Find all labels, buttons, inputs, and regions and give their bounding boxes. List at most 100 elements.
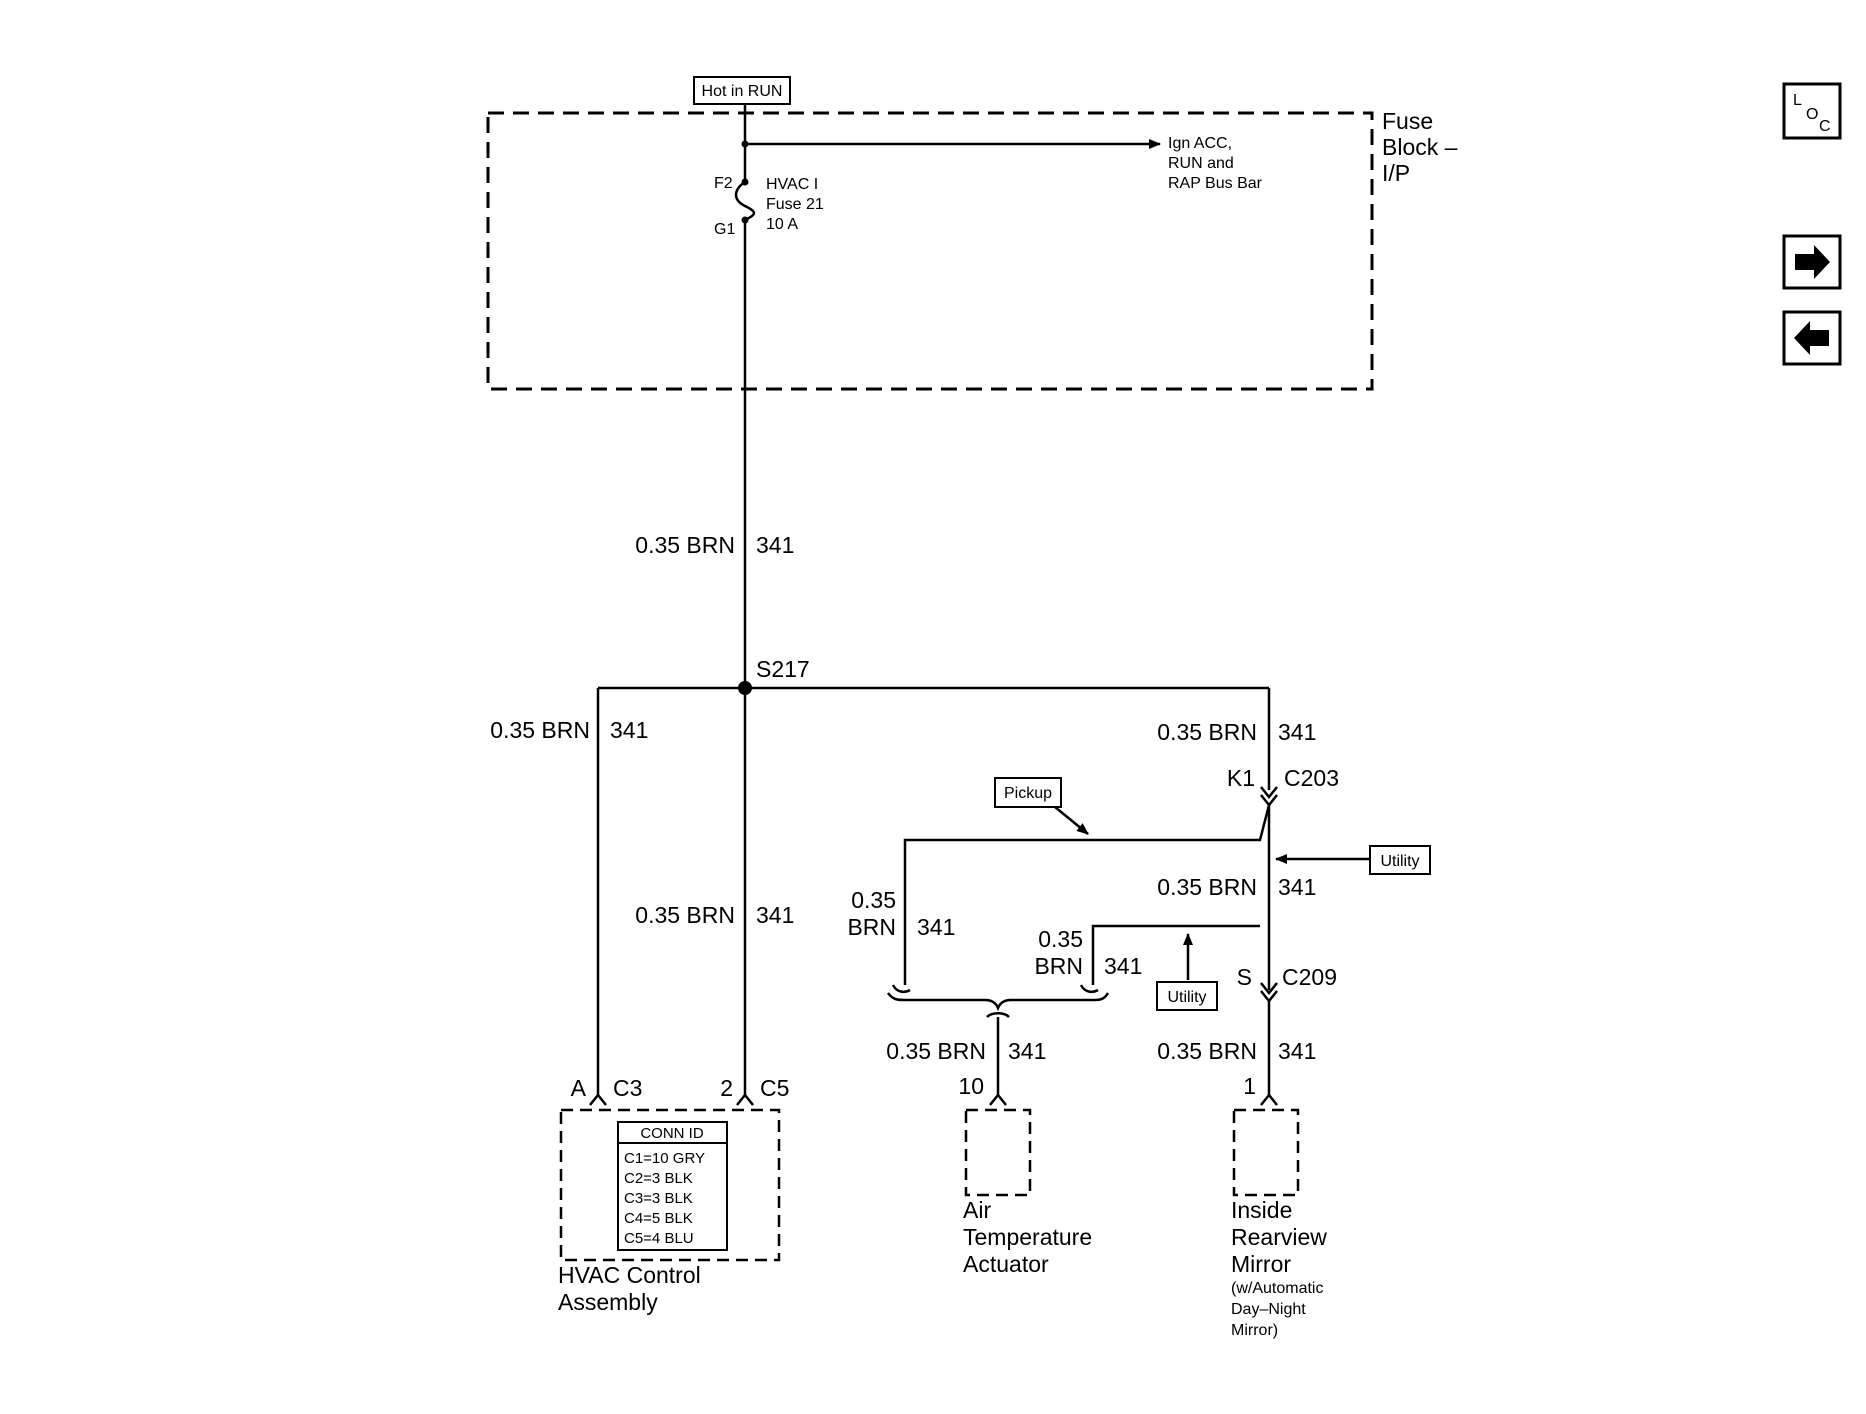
- air-temp-name-line-3: Actuator: [963, 1251, 1049, 1277]
- wire-label-size-3: 0.35 BRN: [635, 902, 735, 928]
- mirror-name-line-2: Rearview: [1231, 1224, 1327, 1250]
- conn-id-row-3: C3=3 BLK: [624, 1190, 693, 1207]
- connector-c203-top: [1260, 786, 1278, 800]
- mirror-outline: [1232, 1108, 1300, 1197]
- connector-air-temp-symbol: [989, 1092, 1007, 1106]
- connector-c5-symbol: [736, 1092, 754, 1106]
- splice-s217-label: S217: [756, 656, 810, 682]
- wire-label-circuit-1: 341: [756, 532, 794, 558]
- wire-label-circuit-7: 341: [1278, 1038, 1316, 1064]
- hvac-control-outline: [559, 1108, 781, 1262]
- wire-label-utility-size: 0.35: [1038, 926, 1083, 952]
- wire-label-circuit-3: 341: [756, 902, 794, 928]
- conn-id-row-1: C1=10 GRY: [624, 1150, 705, 1167]
- wire-label-pickup-color: BRN: [847, 914, 896, 940]
- mirror-note-line-2: Day–Night: [1231, 1301, 1306, 1318]
- mirror-name-line-1: Inside: [1231, 1197, 1292, 1223]
- c203-pin-label: K1: [1227, 765, 1255, 791]
- fuse-label-line-3: 10 A: [766, 216, 798, 233]
- c203-name-label: C203: [1284, 765, 1339, 791]
- merge-brace: [886, 992, 1110, 1012]
- fuse-label-line-2: Fuse 21: [766, 196, 824, 213]
- pickup-arrow: [1054, 806, 1089, 835]
- fuse-block-title-line-3: I/P: [1382, 160, 1410, 186]
- conn-id-row-2: C2=3 BLK: [624, 1170, 693, 1187]
- hvac-conn-c5: C5: [760, 1075, 789, 1101]
- air-temp-outline: [964, 1108, 1032, 1197]
- forward-button[interactable]: [1782, 234, 1842, 290]
- brace-right-hook: [1079, 984, 1099, 994]
- back-button-frame: [1782, 310, 1842, 366]
- arrow-right-icon: [1795, 245, 1830, 279]
- hvac-conn-c3: C3: [613, 1075, 642, 1101]
- air-temp-name-line-1: Air: [963, 1197, 991, 1223]
- loc-button[interactable]: L O C: [1782, 82, 1842, 140]
- utility-text-center: Utility: [1167, 989, 1206, 1006]
- loc-letter-l: L: [1793, 92, 1802, 109]
- utility-label-center: Utility: [1156, 933, 1218, 1011]
- fuse-element: [734, 180, 756, 222]
- fuse-pin-g1: G1: [714, 221, 735, 238]
- mirror-note-line-3: Mirror): [1231, 1322, 1278, 1339]
- wire-label-size-4: 0.35 BRN: [1157, 719, 1257, 745]
- wire-label-size-2: 0.35 BRN: [490, 717, 590, 743]
- pickup-text: Pickup: [1004, 785, 1052, 802]
- brace-left-hook: [891, 984, 911, 994]
- mirror-note-line-1: (w/Automatic: [1231, 1280, 1323, 1297]
- conn-id-table: CONN ID C1=10 GRY C2=3 BLK C3=3 BLK C4=5…: [617, 1121, 728, 1251]
- utility-text-right: Utility: [1380, 853, 1419, 870]
- loc-letter-c: C: [1819, 118, 1831, 135]
- wire-pickup-branch: [903, 804, 1271, 985]
- utility-label-right: Utility: [1275, 845, 1431, 875]
- arrow-left-icon: [1794, 321, 1829, 355]
- hvac-pin-2: 2: [720, 1075, 733, 1101]
- air-temp-name-line-2: Temperature: [963, 1224, 1092, 1250]
- fuse-block-outline: [486, 111, 1374, 391]
- wire-label-pickup-circuit: 341: [917, 914, 955, 940]
- c209-pin-label: S: [1237, 964, 1252, 990]
- fuse-label-line-1: HVAC I: [766, 176, 818, 193]
- wire-label-circuit-5: 341: [1278, 874, 1316, 900]
- wire-label-size-6: 0.35 BRN: [886, 1038, 986, 1064]
- loc-button-frame: [1782, 82, 1842, 140]
- wire-label-size-5: 0.35 BRN: [1157, 874, 1257, 900]
- air-temp-pin: 10: [958, 1073, 984, 1099]
- conn-id-row-5: C5=4 BLU: [624, 1230, 694, 1247]
- fuse-block-title: Fuse Block – I/P: [1382, 108, 1458, 186]
- wire-label-circuit-6: 341: [1008, 1038, 1046, 1064]
- fuse-block-title-line-1: Fuse: [1382, 108, 1433, 134]
- hvac-name-line-1: HVAC Control: [558, 1262, 701, 1288]
- wire-label-utility-circuit: 341: [1104, 953, 1142, 979]
- bus-bar-line-3: RAP Bus Bar: [1168, 175, 1263, 192]
- hot-in-run-text: Hot in RUN: [702, 83, 783, 100]
- wire-label-circuit-2: 341: [610, 717, 648, 743]
- bus-bar-label: Ign ACC, RUN and RAP Bus Bar: [1168, 135, 1263, 192]
- merge-brace-hook: [986, 1012, 1010, 1018]
- wire-utility-branch: [1091, 924, 1260, 985]
- bus-bar-line-1: Ign ACC,: [1168, 135, 1232, 152]
- fuse-pin-f2: F2: [714, 175, 733, 192]
- mirror-name-line-3: Mirror: [1231, 1251, 1291, 1277]
- conn-id-row-4: C4=5 BLK: [624, 1210, 693, 1227]
- loc-letter-o: O: [1806, 106, 1818, 123]
- fuse-symbol: F2 G1 HVAC I Fuse 21 10 A: [714, 175, 824, 238]
- bus-bar-line-2: RUN and: [1168, 155, 1234, 172]
- hot-in-run-label: Hot in RUN: [693, 76, 791, 105]
- connector-mirror-symbol: [1260, 1092, 1278, 1106]
- back-button[interactable]: [1782, 310, 1842, 366]
- pickup-label: Pickup: [994, 777, 1089, 835]
- wire-label-size-7: 0.35 BRN: [1157, 1038, 1257, 1064]
- mirror-pin: 1: [1243, 1073, 1256, 1099]
- fuse-block-title-line-2: Block –: [1382, 134, 1458, 160]
- connector-c3-symbol: [589, 1092, 607, 1106]
- c209-name-label: C209: [1282, 964, 1337, 990]
- wire-label-size-1: 0.35 BRN: [635, 532, 735, 558]
- conn-id-title: CONN ID: [640, 1125, 704, 1142]
- wire-label-circuit-4: 341: [1278, 719, 1316, 745]
- wire-label-utility-color: BRN: [1034, 953, 1083, 979]
- hvac-pin-a: A: [571, 1075, 587, 1101]
- hvac-name-line-2: Assembly: [558, 1289, 658, 1315]
- wire-label-pickup-size: 0.35: [851, 887, 896, 913]
- connector-c209-top: [1260, 982, 1278, 996]
